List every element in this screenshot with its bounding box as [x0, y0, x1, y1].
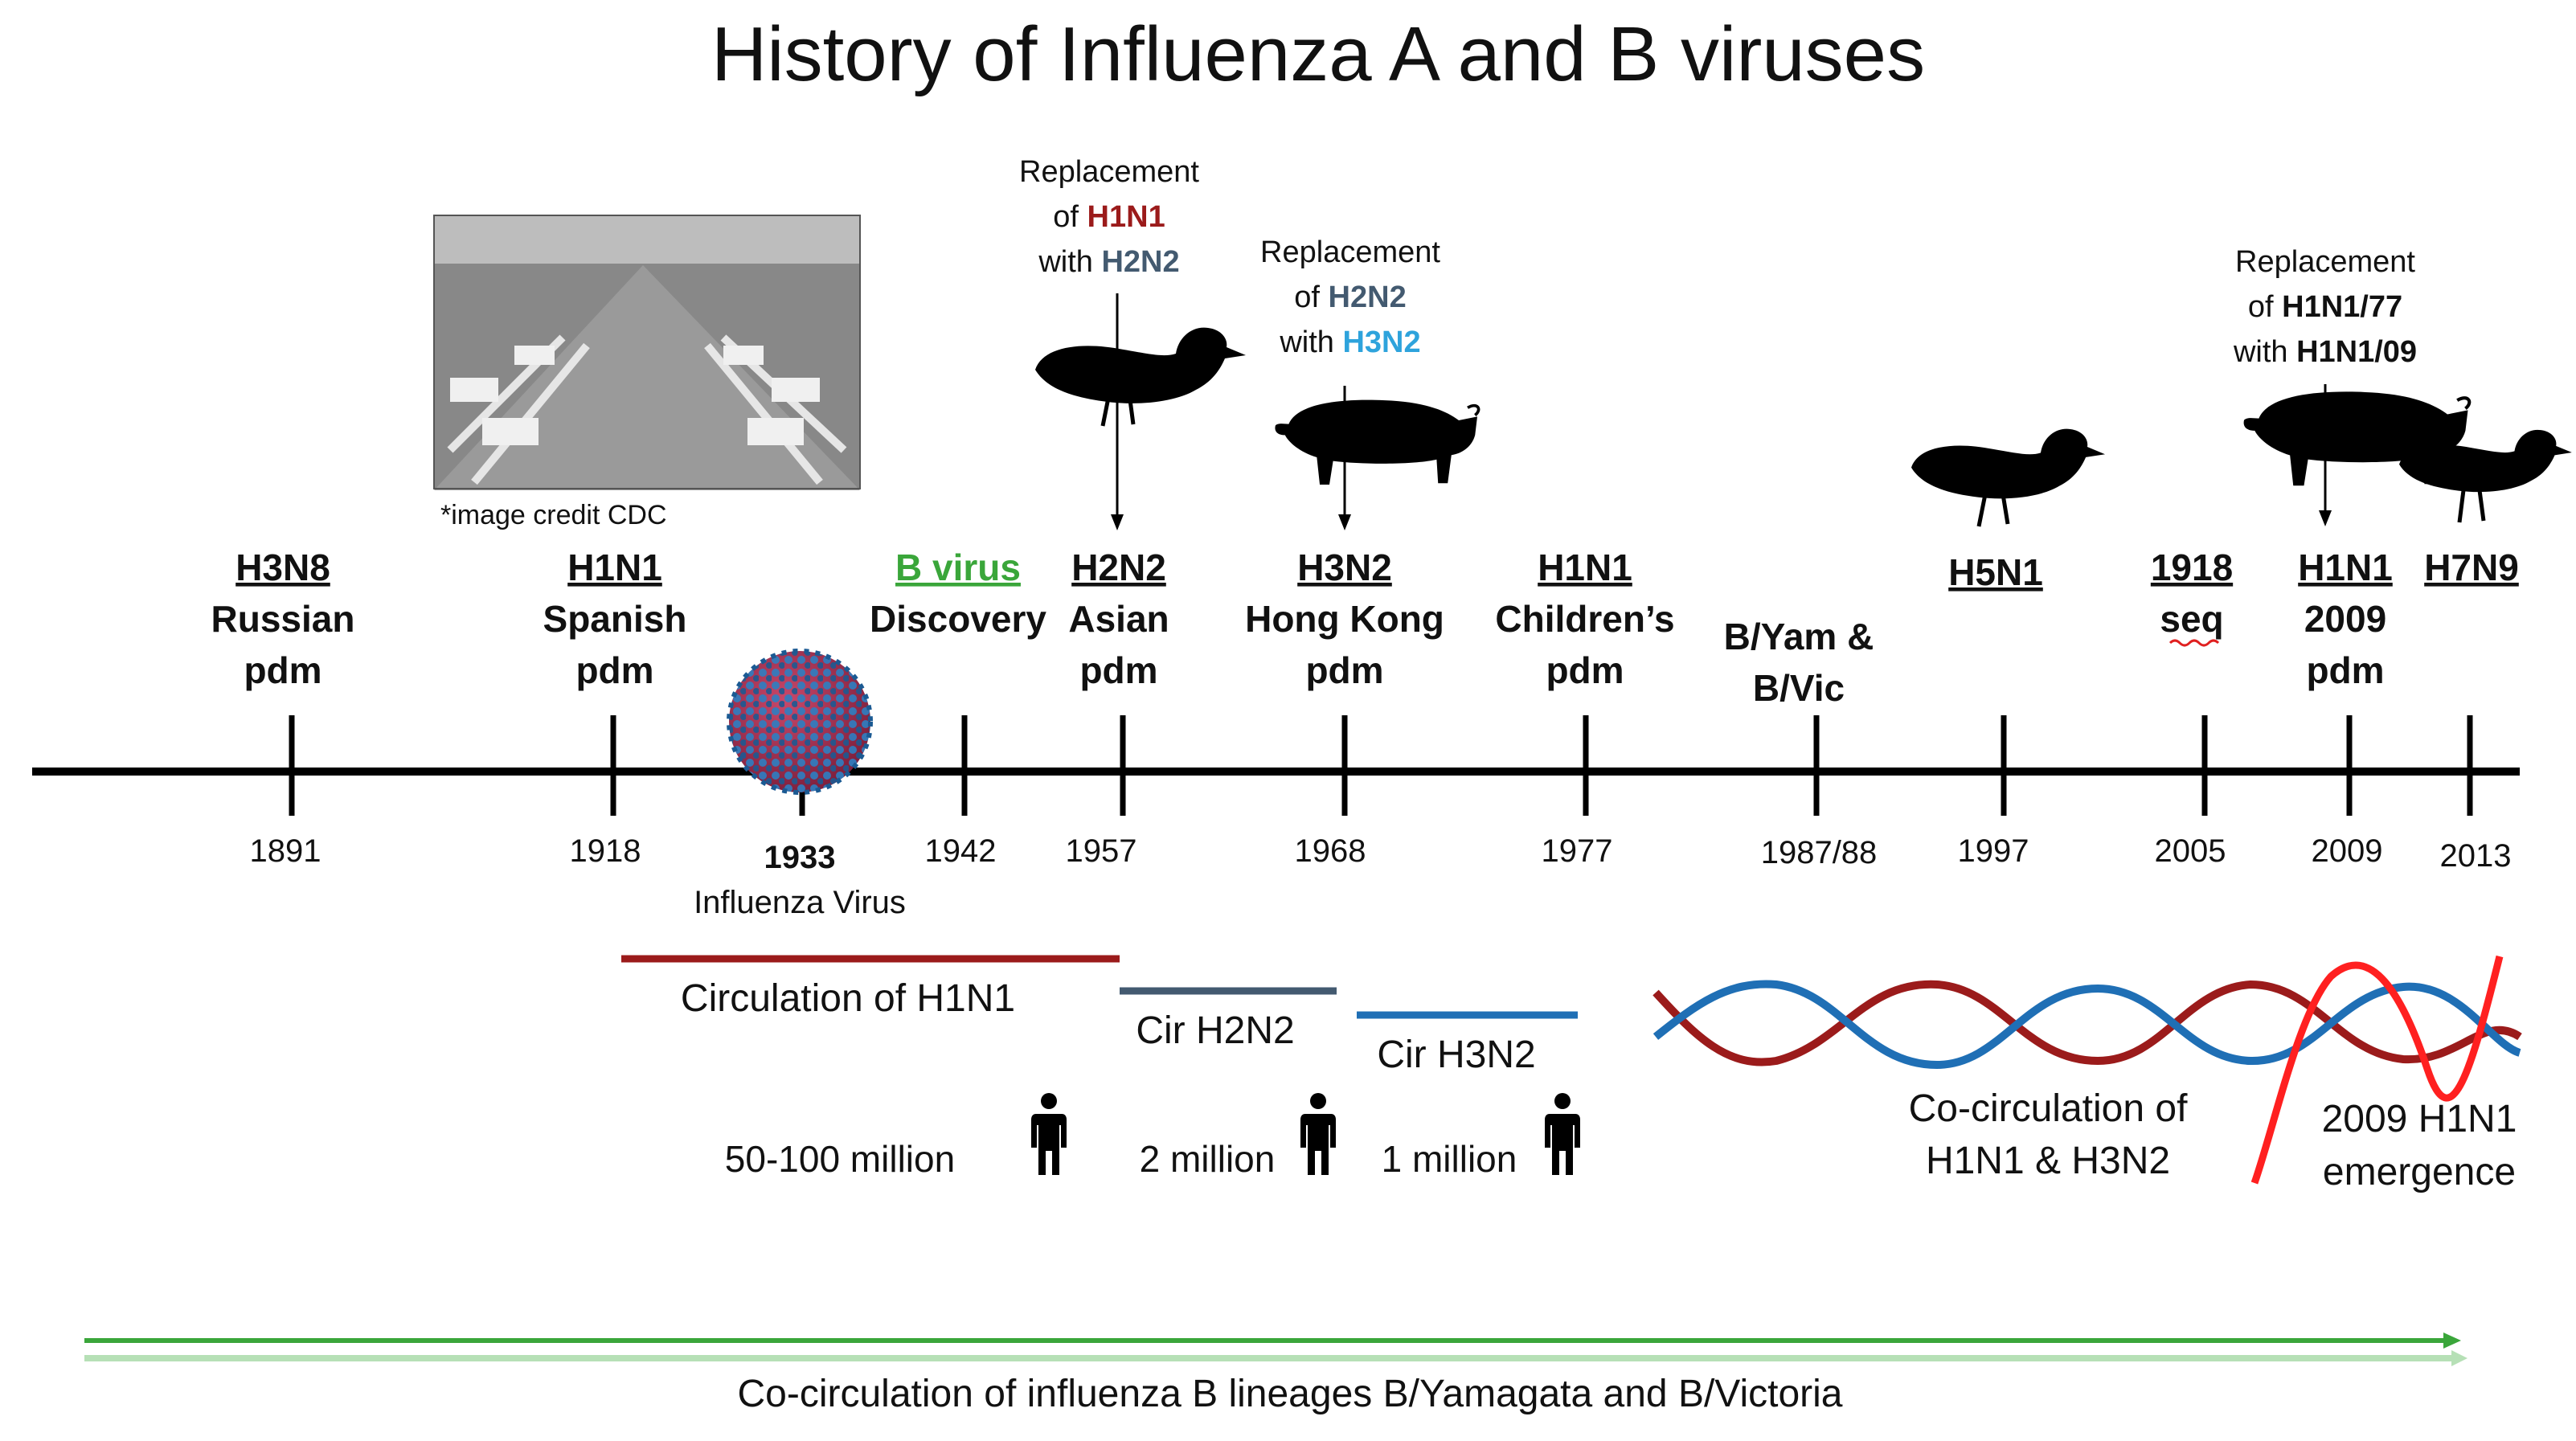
deaths-1957: 2 million: [1140, 1138, 1276, 1180]
replacement-h1n1-h2n2: Replacement of H1N1 with H2N2: [1019, 155, 1199, 530]
replacement-3-line3: with H1N1/09: [2233, 335, 2417, 369]
year-1891: 1891: [250, 833, 321, 869]
replacement-3-line1: Replacement: [2235, 245, 2415, 279]
h2n2-circulation-label: Cir H2N2: [1136, 1009, 1294, 1052]
image-credit: *image credit CDC: [440, 500, 667, 530]
cocirculation-label-line1: Co-circulation of: [1909, 1087, 2188, 1130]
duck-icon: [1035, 327, 1246, 403]
year-1933: 1933: [764, 840, 836, 875]
cocirculation-waves: [1652, 980, 2522, 1070]
event-2005-name: seq: [2160, 598, 2223, 640]
deaths-1968: 1 million: [1382, 1138, 1517, 1180]
event-1997-subtype: H5N1: [1948, 551, 2043, 593]
person-icon: [1031, 1093, 1067, 1175]
year-2005: 2005: [2155, 833, 2226, 869]
duck-icon-h5n1: [1911, 428, 2106, 499]
event-2009-subtype: H1N1: [2298, 547, 2393, 588]
event-1918-subtype: H1N1: [567, 547, 662, 588]
influenza-virus-image: [727, 649, 873, 795]
event-1977-pdm: pdm: [1546, 649, 1624, 691]
event-1977-name: Children’s: [1495, 598, 1674, 640]
emergence-label-line2: emergence: [2323, 1151, 2516, 1193]
replacement-1-line3: with H2N2: [1038, 245, 1179, 279]
event-1977-subtype: H1N1: [1538, 547, 1632, 588]
event-1968-name: Hong Kong: [1245, 598, 1444, 640]
replacement-1-line2: of H1N1: [1053, 200, 1165, 234]
pig-icon: [1273, 398, 1480, 486]
year-1968: 1968: [1295, 833, 1366, 869]
year-1918: 1918: [570, 833, 641, 869]
b-lineage-arrow: [84, 1333, 2467, 1366]
year-2009: 2009: [2312, 833, 2383, 869]
deaths-1918: 50-100 million: [725, 1138, 955, 1180]
emergence-label-line1: 2009 H1N1: [2322, 1098, 2517, 1140]
page-title: History of Influenza A and B viruses: [711, 11, 1925, 97]
year-1977: 1977: [1542, 833, 1613, 869]
person-icon: [1545, 1093, 1580, 1175]
event-2009-name: 2009: [2304, 598, 2386, 640]
event-1957-pdm: pdm: [1079, 649, 1157, 691]
event-1891-name: Russian: [211, 598, 355, 640]
replacement-1-line1: Replacement: [1019, 155, 1199, 189]
year-1987-88: 1987/88: [1761, 835, 1878, 870]
h1n1-2009-emergence-wave: [2250, 955, 2504, 1185]
event-2005-subtype: 1918: [2151, 547, 2233, 588]
hospital-photo: [433, 215, 861, 490]
replacement-3-line2: of H1N1/77: [2248, 290, 2402, 324]
event-1942-subtype: B virus: [895, 547, 1021, 588]
event-1942-name: Discovery: [870, 598, 1046, 640]
person-icon: [1300, 1093, 1336, 1175]
event-1891-pdm: pdm: [244, 649, 321, 691]
replacement-2-line2: of H2N2: [1294, 280, 1406, 314]
event-1957-name: Asian: [1068, 598, 1169, 640]
event-2009-pdm: pdm: [2306, 649, 2384, 691]
replacement-2-line3: with H3N2: [1279, 325, 1420, 359]
replacement-h2n2-h3n2: Replacement of H2N2 with H3N2: [1260, 235, 1440, 530]
event-2013-subtype: H7N9: [2424, 547, 2519, 588]
event-1987-line1: B/Yam &: [1724, 616, 1874, 657]
year-1997: 1997: [1958, 833, 2029, 869]
event-1968-subtype: H3N2: [1297, 547, 1392, 588]
spellcheck-underline: [2169, 639, 2220, 647]
influenza-virus-label: Influenza Virus: [694, 885, 906, 920]
timeline-ticks: [289, 715, 2473, 816]
event-1891-subtype: H3N8: [235, 547, 330, 588]
h1n1-circulation-label: Circulation of H1N1: [681, 977, 1015, 1020]
year-1942: 1942: [925, 833, 997, 869]
year-1957: 1957: [1066, 833, 1137, 869]
replacement-2-line1: Replacement: [1260, 235, 1440, 269]
event-1918-pdm: pdm: [575, 649, 653, 691]
year-2013: 2013: [2440, 838, 2512, 874]
replacement-h1n1-77-h1n1-09: Replacement of H1N1/77 with H1N1/09: [2233, 245, 2417, 526]
event-1968-pdm: pdm: [1305, 649, 1383, 691]
event-1987-line2: B/Vic: [1753, 667, 1845, 709]
cocirculation-label-line2: H1N1 & H3N2: [1926, 1140, 2170, 1182]
b-lineage-label: Co-circulation of influenza B lineages B…: [737, 1373, 1842, 1415]
event-1957-subtype: H2N2: [1071, 547, 1166, 588]
event-1918-name: Spanish: [543, 598, 687, 640]
h3n2-circulation-label: Cir H3N2: [1377, 1034, 1535, 1076]
